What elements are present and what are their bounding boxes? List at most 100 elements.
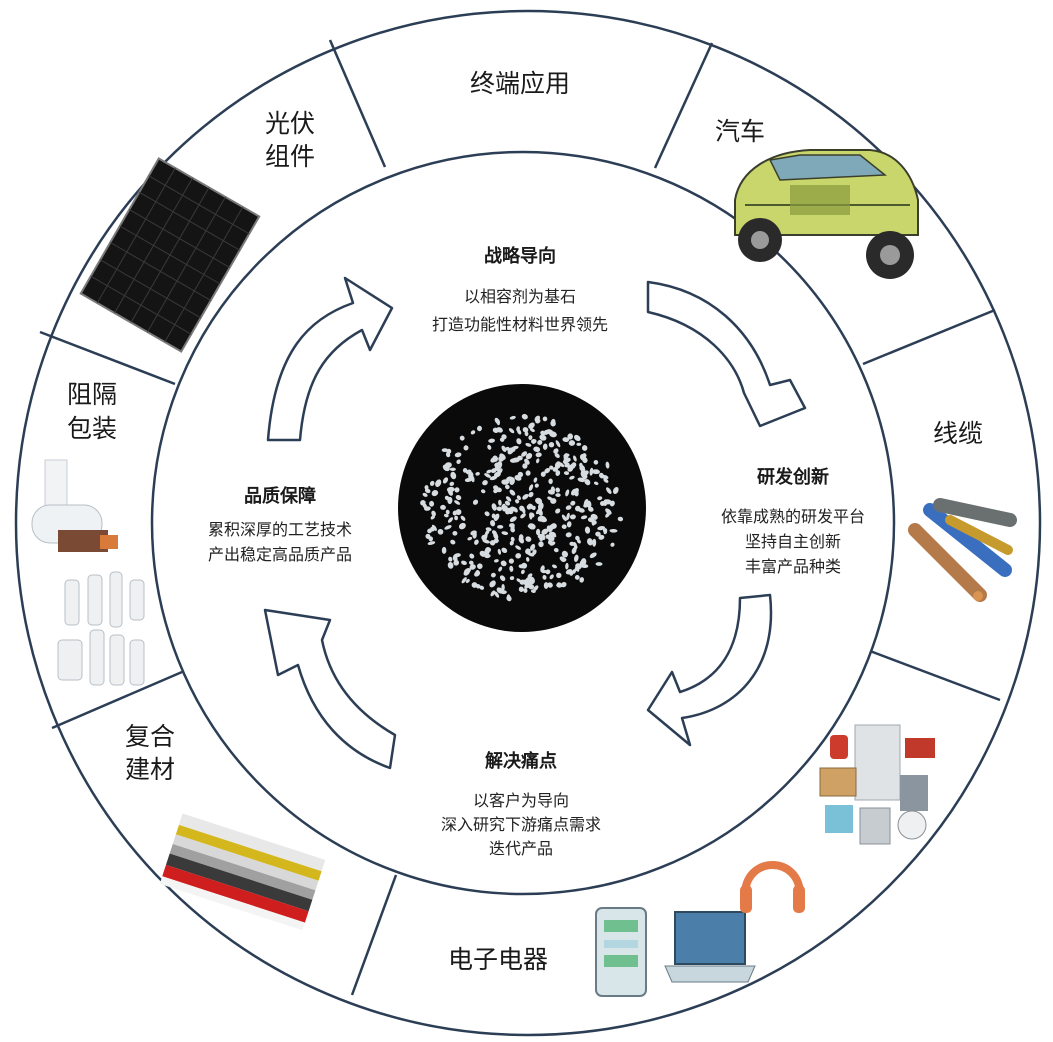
pellet — [515, 553, 522, 559]
pellet — [550, 486, 556, 493]
pellet — [527, 503, 534, 510]
pellet — [528, 422, 535, 429]
pellet — [533, 446, 541, 453]
pellet — [540, 535, 546, 541]
pellet — [527, 552, 535, 557]
pellet — [448, 556, 453, 562]
pellet — [491, 503, 497, 511]
divider-3 — [862, 308, 996, 366]
pellet — [552, 564, 557, 569]
pellet — [493, 531, 499, 540]
pellet — [521, 569, 525, 575]
pellet — [512, 507, 518, 513]
pellet — [558, 461, 565, 468]
pellet — [479, 585, 485, 590]
pellet — [532, 549, 537, 556]
pellet — [569, 514, 576, 520]
pellet — [467, 536, 473, 541]
pellet — [561, 558, 567, 562]
pellet — [422, 492, 428, 497]
pellet — [589, 467, 594, 476]
pellet — [437, 528, 444, 535]
pellet — [536, 458, 540, 464]
pellet — [574, 567, 580, 572]
pellet — [540, 471, 546, 477]
pellet — [463, 445, 469, 451]
pellet — [509, 516, 517, 522]
pellet — [535, 452, 542, 458]
pellet — [522, 463, 528, 469]
divider-5 — [350, 874, 398, 996]
pellet — [605, 512, 611, 518]
pellet — [555, 493, 561, 498]
pellet — [528, 484, 534, 491]
pellet — [595, 562, 603, 566]
pellet — [549, 574, 554, 580]
pellet — [490, 590, 496, 597]
pellet — [479, 550, 486, 557]
pellet — [535, 418, 541, 424]
pellet — [486, 469, 492, 474]
pellet — [519, 505, 525, 512]
pellet — [492, 455, 499, 462]
pellet — [565, 532, 572, 538]
pellet — [494, 559, 499, 563]
cycle-line-rnd-2: 坚持自主创新 — [745, 532, 841, 551]
pellet — [581, 445, 588, 451]
pellet — [517, 429, 522, 435]
divider-6 — [51, 670, 183, 730]
pellet — [595, 531, 601, 537]
pellet — [443, 513, 449, 518]
pellet — [460, 515, 466, 521]
pellet — [461, 560, 467, 566]
pellet — [509, 458, 518, 463]
pellet — [444, 462, 452, 468]
cycle-title-quality: 品质保障 — [244, 485, 316, 507]
pellet — [546, 525, 553, 532]
pellet — [518, 536, 525, 544]
pellet — [449, 467, 456, 471]
pellet — [533, 477, 538, 483]
pellet — [453, 559, 459, 566]
pellet — [441, 546, 447, 554]
pellet — [570, 500, 576, 506]
divider-7 — [39, 330, 176, 386]
solar-panel-icon — [79, 157, 261, 353]
segment-label-pv-2: 组件 — [265, 142, 315, 171]
pellet — [510, 525, 515, 532]
segment-label-cable: 线缆 — [933, 419, 983, 448]
pellet — [461, 577, 467, 584]
pellet — [520, 513, 526, 519]
pellet — [489, 580, 496, 588]
pellet — [447, 562, 454, 569]
pellet — [550, 418, 556, 427]
pellet — [515, 499, 520, 504]
cycle-title-rnd: 研发创新 — [757, 466, 829, 488]
pellet — [524, 431, 529, 437]
pellet — [555, 440, 561, 448]
pellet — [537, 508, 543, 516]
pellet — [509, 565, 514, 572]
cycle-line-strategy-1: 以相容剂为基石 — [464, 287, 576, 306]
pellet — [454, 452, 462, 458]
pellet — [494, 591, 500, 598]
pellet — [488, 438, 495, 443]
pellet — [482, 480, 488, 486]
pellet — [491, 513, 496, 519]
pellet — [583, 498, 589, 507]
pellet — [534, 483, 539, 488]
pellet — [602, 528, 607, 534]
pellet — [612, 486, 619, 495]
pellet — [529, 544, 536, 551]
pellet — [462, 468, 468, 473]
pellet — [562, 460, 568, 465]
pellet — [468, 560, 474, 565]
pellet — [447, 496, 453, 505]
pellet — [498, 499, 502, 506]
pellet — [565, 505, 572, 510]
pellet — [521, 562, 528, 569]
pellet — [508, 428, 515, 434]
pellet — [509, 540, 514, 546]
pellet — [425, 533, 431, 539]
